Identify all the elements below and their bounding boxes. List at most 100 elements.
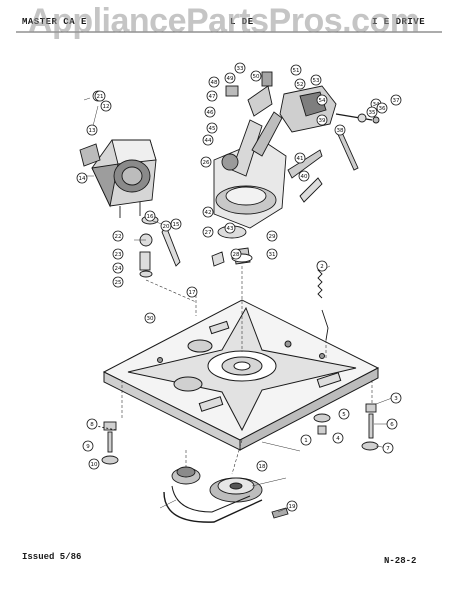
callout-10: 10	[88, 458, 100, 470]
header-right: I E DRIVE	[372, 17, 426, 27]
callout-40: 40	[298, 170, 310, 182]
callout-number: 44	[205, 138, 212, 144]
callout-number: 9	[86, 444, 90, 450]
callout-number: 49	[227, 76, 234, 82]
tension-spring	[317, 261, 329, 341]
callout-number: 29	[269, 234, 276, 240]
callout-number: 2	[320, 264, 324, 270]
callout-3: 3	[390, 392, 402, 404]
leveling-feet	[95, 403, 379, 465]
callout-42: 42	[202, 206, 214, 218]
footer-page-number: N-28-2	[384, 556, 417, 566]
base-plate	[102, 299, 380, 451]
callout-number: 23	[115, 252, 122, 258]
callout-45: 45	[206, 122, 218, 134]
header-middle: L DE	[230, 17, 254, 27]
leader-lines	[121, 266, 373, 475]
callout-36: 36	[376, 102, 388, 114]
callout-33: 33	[234, 62, 246, 74]
callout-9: 9	[82, 440, 94, 452]
callout-28: 28	[230, 248, 242, 260]
callout-44: 44	[202, 134, 214, 146]
callout-number: 47	[209, 94, 216, 100]
callout-number: 7	[386, 446, 390, 452]
callout-number: 35	[369, 110, 376, 116]
callout-number: 25	[115, 280, 122, 286]
callout-number: 13	[89, 128, 96, 134]
callout-27: 27	[202, 226, 214, 238]
callout-number: 46	[207, 110, 214, 116]
callout-layer: 1112131415161718192021222324252627282930…	[76, 62, 402, 512]
callout-47: 47	[206, 90, 218, 102]
callout-number: 16	[147, 214, 154, 220]
callout-7: 7	[382, 442, 394, 454]
callout-number: 4	[336, 436, 340, 442]
callout-50: 50	[250, 70, 262, 82]
callout-6: 6	[386, 418, 398, 430]
callout-13: 13	[86, 124, 98, 136]
callout-number: 33	[237, 66, 244, 72]
callout-31: 31	[266, 248, 278, 260]
callout-number: 26	[203, 160, 210, 166]
callout-39: 39	[316, 114, 328, 126]
callout-number: 42	[205, 210, 212, 216]
callout-number: 54	[319, 98, 326, 104]
callout-53: 53	[310, 74, 322, 86]
callout-number: 43	[227, 226, 234, 232]
callout-22: 22	[112, 230, 124, 242]
callout-number: 40	[301, 174, 308, 180]
callout-number: 10	[91, 462, 98, 468]
callout-23: 23	[112, 248, 124, 260]
callout-number: 18	[259, 464, 266, 470]
callout-12: 12	[100, 100, 112, 112]
callout-number: 22	[115, 234, 122, 240]
callout-41: 41	[294, 152, 306, 164]
callout-21: 21	[94, 90, 106, 102]
callout-number: 6	[390, 422, 394, 428]
callout-38: 38	[334, 124, 346, 136]
callout-number: 8	[90, 422, 94, 428]
callout-35: 35	[366, 106, 378, 118]
callout-number: 41	[297, 156, 304, 162]
callout-number: 28	[233, 252, 240, 258]
callout-37: 37	[390, 94, 402, 106]
callout-number: 39	[319, 118, 326, 124]
callout-4: 4	[332, 432, 344, 444]
callout-number: 50	[253, 74, 260, 80]
callout-number: 3	[394, 396, 398, 402]
callout-14: 14	[76, 172, 88, 184]
drive-motor	[79, 139, 157, 218]
callout-number: 34	[373, 102, 380, 108]
callout-8: 8	[86, 418, 98, 430]
callout-5: 5	[338, 408, 350, 420]
callout-number: 52	[297, 82, 304, 88]
callout-number: 21	[97, 94, 104, 100]
callout-number: 36	[379, 106, 386, 112]
callout-number: 15	[173, 222, 180, 228]
callout-number: 37	[393, 98, 400, 104]
callout-29: 29	[266, 230, 278, 242]
callout-number: 38	[337, 128, 344, 134]
callout-43: 43	[224, 222, 236, 234]
callout-number: 27	[205, 230, 212, 236]
pump-hardware	[139, 215, 253, 278]
callout-number: 45	[209, 126, 216, 132]
callout-number: 17	[189, 290, 196, 296]
callout-number: 30	[147, 316, 154, 322]
callout-49: 49	[224, 72, 236, 84]
callout-46: 46	[204, 106, 216, 118]
callout-number: 20	[163, 224, 170, 230]
footer-issued: Issued 5/86	[22, 552, 82, 562]
drive-pulleys	[163, 466, 289, 523]
gearcase-assembly	[213, 71, 287, 229]
callout-15: 15	[170, 218, 182, 230]
callout-24: 24	[112, 262, 124, 274]
callout-19: 19	[286, 500, 298, 512]
callout-number: 24	[115, 266, 122, 272]
callout-number: 53	[313, 78, 320, 84]
callout-number: 31	[269, 252, 276, 258]
callout-52: 52	[294, 78, 306, 90]
transmission-block	[279, 85, 380, 203]
callout-16: 16	[144, 210, 156, 222]
watermark-text: AppliancePartsPros.com	[28, 2, 420, 40]
